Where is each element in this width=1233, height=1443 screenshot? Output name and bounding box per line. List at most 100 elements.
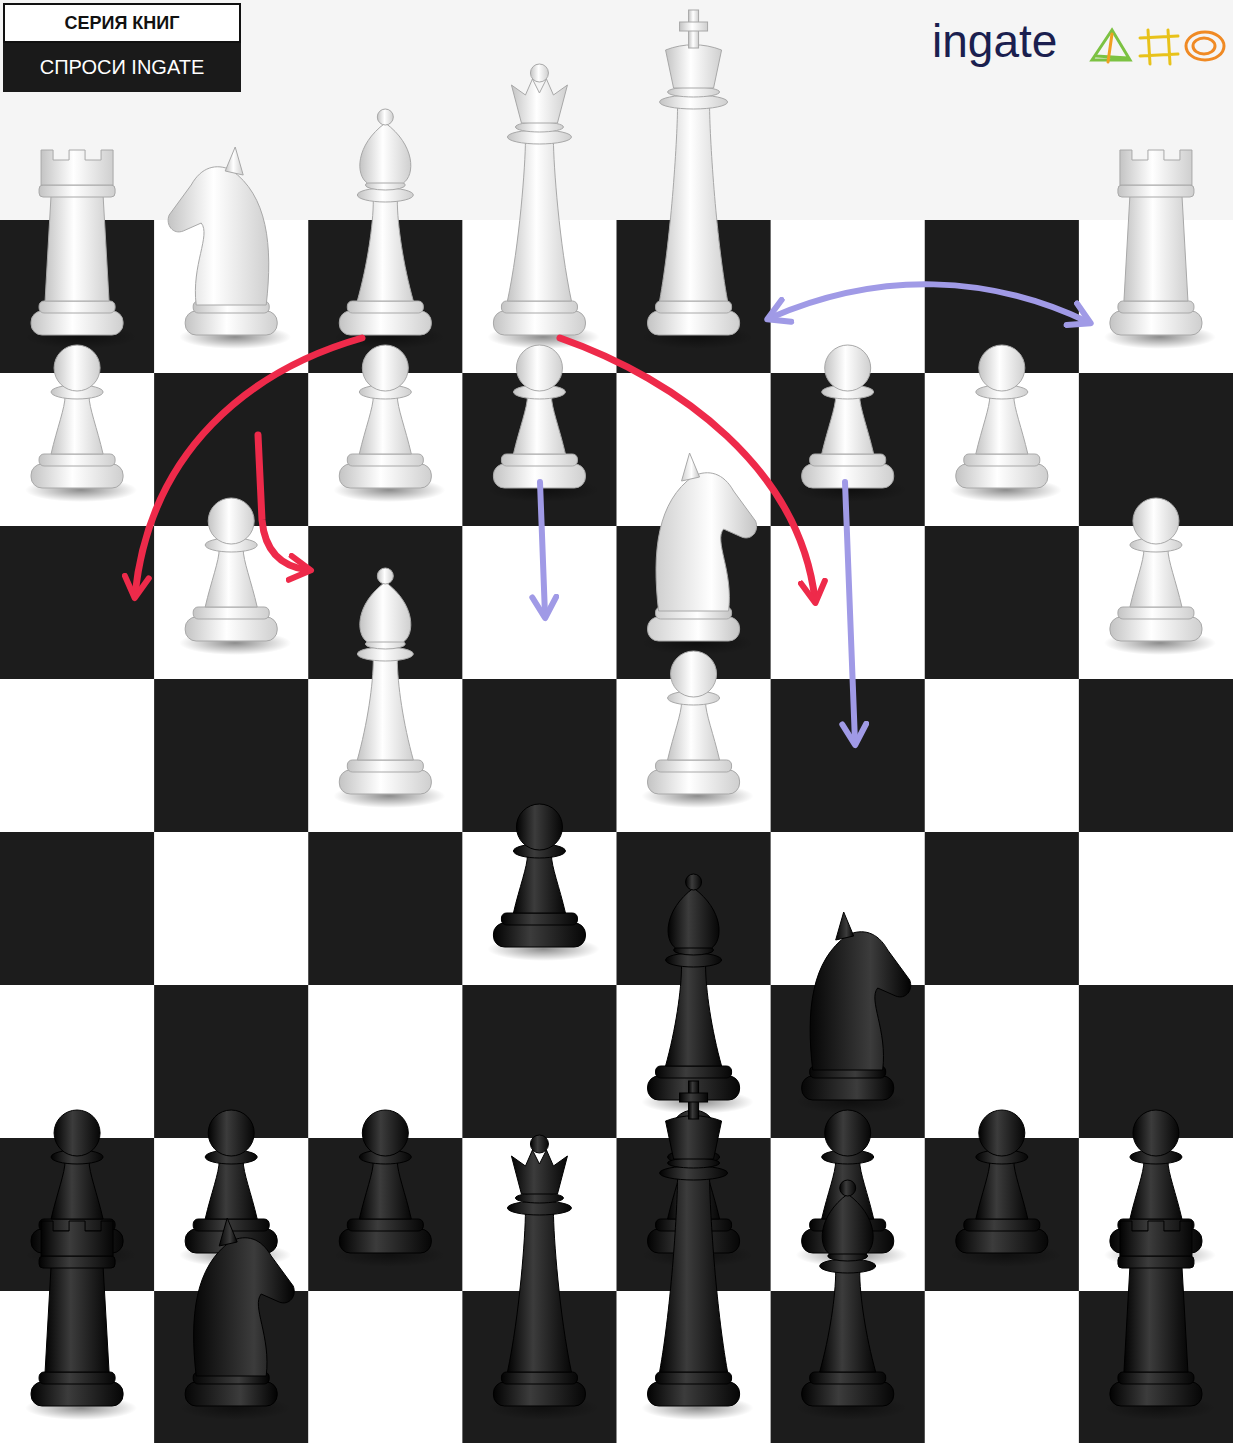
piece-body xyxy=(493,1135,585,1406)
piece-body xyxy=(648,10,740,335)
move-arrow xyxy=(258,435,308,570)
piece-body xyxy=(493,804,585,947)
chess-piece xyxy=(333,109,445,349)
move-arrow xyxy=(135,338,362,595)
board-square xyxy=(154,679,309,833)
piece-body xyxy=(185,1110,277,1253)
piece-body xyxy=(31,345,123,488)
board-square xyxy=(0,526,155,680)
chess-piece xyxy=(642,651,754,808)
board-square xyxy=(1079,1138,1233,1292)
chess-piece xyxy=(333,345,445,502)
series-title-badge: СПРОСИ INGATE xyxy=(3,42,241,92)
board-square xyxy=(617,679,772,833)
board-square xyxy=(462,832,617,986)
piece-body xyxy=(802,1110,894,1253)
chess-piece xyxy=(179,498,291,655)
chess-piece xyxy=(1104,150,1216,349)
piece-body xyxy=(648,651,740,794)
piece-body xyxy=(1110,150,1202,335)
piece-body xyxy=(648,874,740,1100)
piece-body xyxy=(493,64,585,335)
piece-body xyxy=(185,1218,294,1406)
board-square xyxy=(925,373,1080,527)
board-square xyxy=(0,373,155,527)
piece-body xyxy=(31,150,123,335)
chess-pieces xyxy=(25,10,1216,1420)
board-square xyxy=(308,1291,463,1443)
piece-body xyxy=(493,345,585,488)
board-square xyxy=(925,526,1080,680)
chess-piece xyxy=(168,147,291,349)
piece-body xyxy=(956,345,1048,488)
chess-piece xyxy=(487,64,599,349)
piece-body xyxy=(802,1180,894,1406)
chess-piece xyxy=(487,345,599,502)
board-square xyxy=(617,832,772,986)
piece-body xyxy=(31,1221,123,1406)
move-arrow xyxy=(845,482,855,742)
chess-piece xyxy=(1104,498,1216,655)
board-square xyxy=(925,1138,1080,1292)
chess-piece xyxy=(487,1135,599,1420)
logo-mark xyxy=(1092,30,1224,64)
chess-piece xyxy=(1104,1110,1216,1267)
chess-piece xyxy=(796,912,911,1114)
chess-board xyxy=(0,220,1233,1443)
move-arrow xyxy=(540,482,545,615)
top-ground xyxy=(0,0,1233,220)
series-badge: СЕРИЯ КНИГ xyxy=(3,3,241,43)
badge-text: СПРОСИ INGATE xyxy=(40,56,205,79)
piece-body xyxy=(168,147,277,335)
board-square xyxy=(462,985,617,1139)
board-square xyxy=(925,679,1080,833)
brand-name: ingate xyxy=(932,14,1057,68)
chess-piece xyxy=(25,345,137,502)
board-square xyxy=(308,526,463,680)
board-square xyxy=(0,832,155,986)
chess-piece xyxy=(25,1221,137,1420)
chess-piece xyxy=(333,1110,445,1267)
board-square xyxy=(771,679,926,833)
chess-piece xyxy=(642,453,757,655)
board-square xyxy=(0,1138,155,1292)
chess-piece xyxy=(642,874,754,1114)
chess-piece xyxy=(642,1081,754,1420)
chess-piece xyxy=(25,150,137,349)
piece-body xyxy=(1110,498,1202,641)
chess-piece xyxy=(796,1180,908,1420)
board-square xyxy=(1079,679,1233,833)
board-square xyxy=(154,832,309,986)
piece-body xyxy=(802,345,894,488)
badge-text: СЕРИЯ КНИГ xyxy=(64,13,179,34)
board-square xyxy=(1079,526,1233,680)
piece-body xyxy=(1110,1221,1202,1406)
board-square xyxy=(0,679,155,833)
chess-piece xyxy=(796,1110,908,1267)
board-square xyxy=(1079,832,1233,986)
chess-piece xyxy=(333,568,445,808)
board-square xyxy=(308,373,463,527)
board-square xyxy=(308,832,463,986)
board-square xyxy=(925,1291,1080,1443)
chess-piece xyxy=(642,10,754,349)
move-arrow xyxy=(560,338,815,600)
board-square xyxy=(925,832,1080,986)
chess-piece xyxy=(950,1110,1062,1267)
piece-body xyxy=(339,568,431,794)
piece-body xyxy=(956,1110,1048,1253)
chess-piece xyxy=(796,345,908,502)
piece-body xyxy=(339,1110,431,1253)
move-arrows xyxy=(135,284,1088,742)
board-square xyxy=(771,1138,926,1292)
chess-piece xyxy=(950,345,1062,502)
piece-body xyxy=(339,109,431,335)
piece-body xyxy=(648,453,757,641)
chess-piece xyxy=(25,1110,137,1267)
chess-piece xyxy=(1104,1221,1216,1420)
board-square xyxy=(154,526,309,680)
piece-body xyxy=(802,912,911,1100)
board-square xyxy=(308,1138,463,1292)
